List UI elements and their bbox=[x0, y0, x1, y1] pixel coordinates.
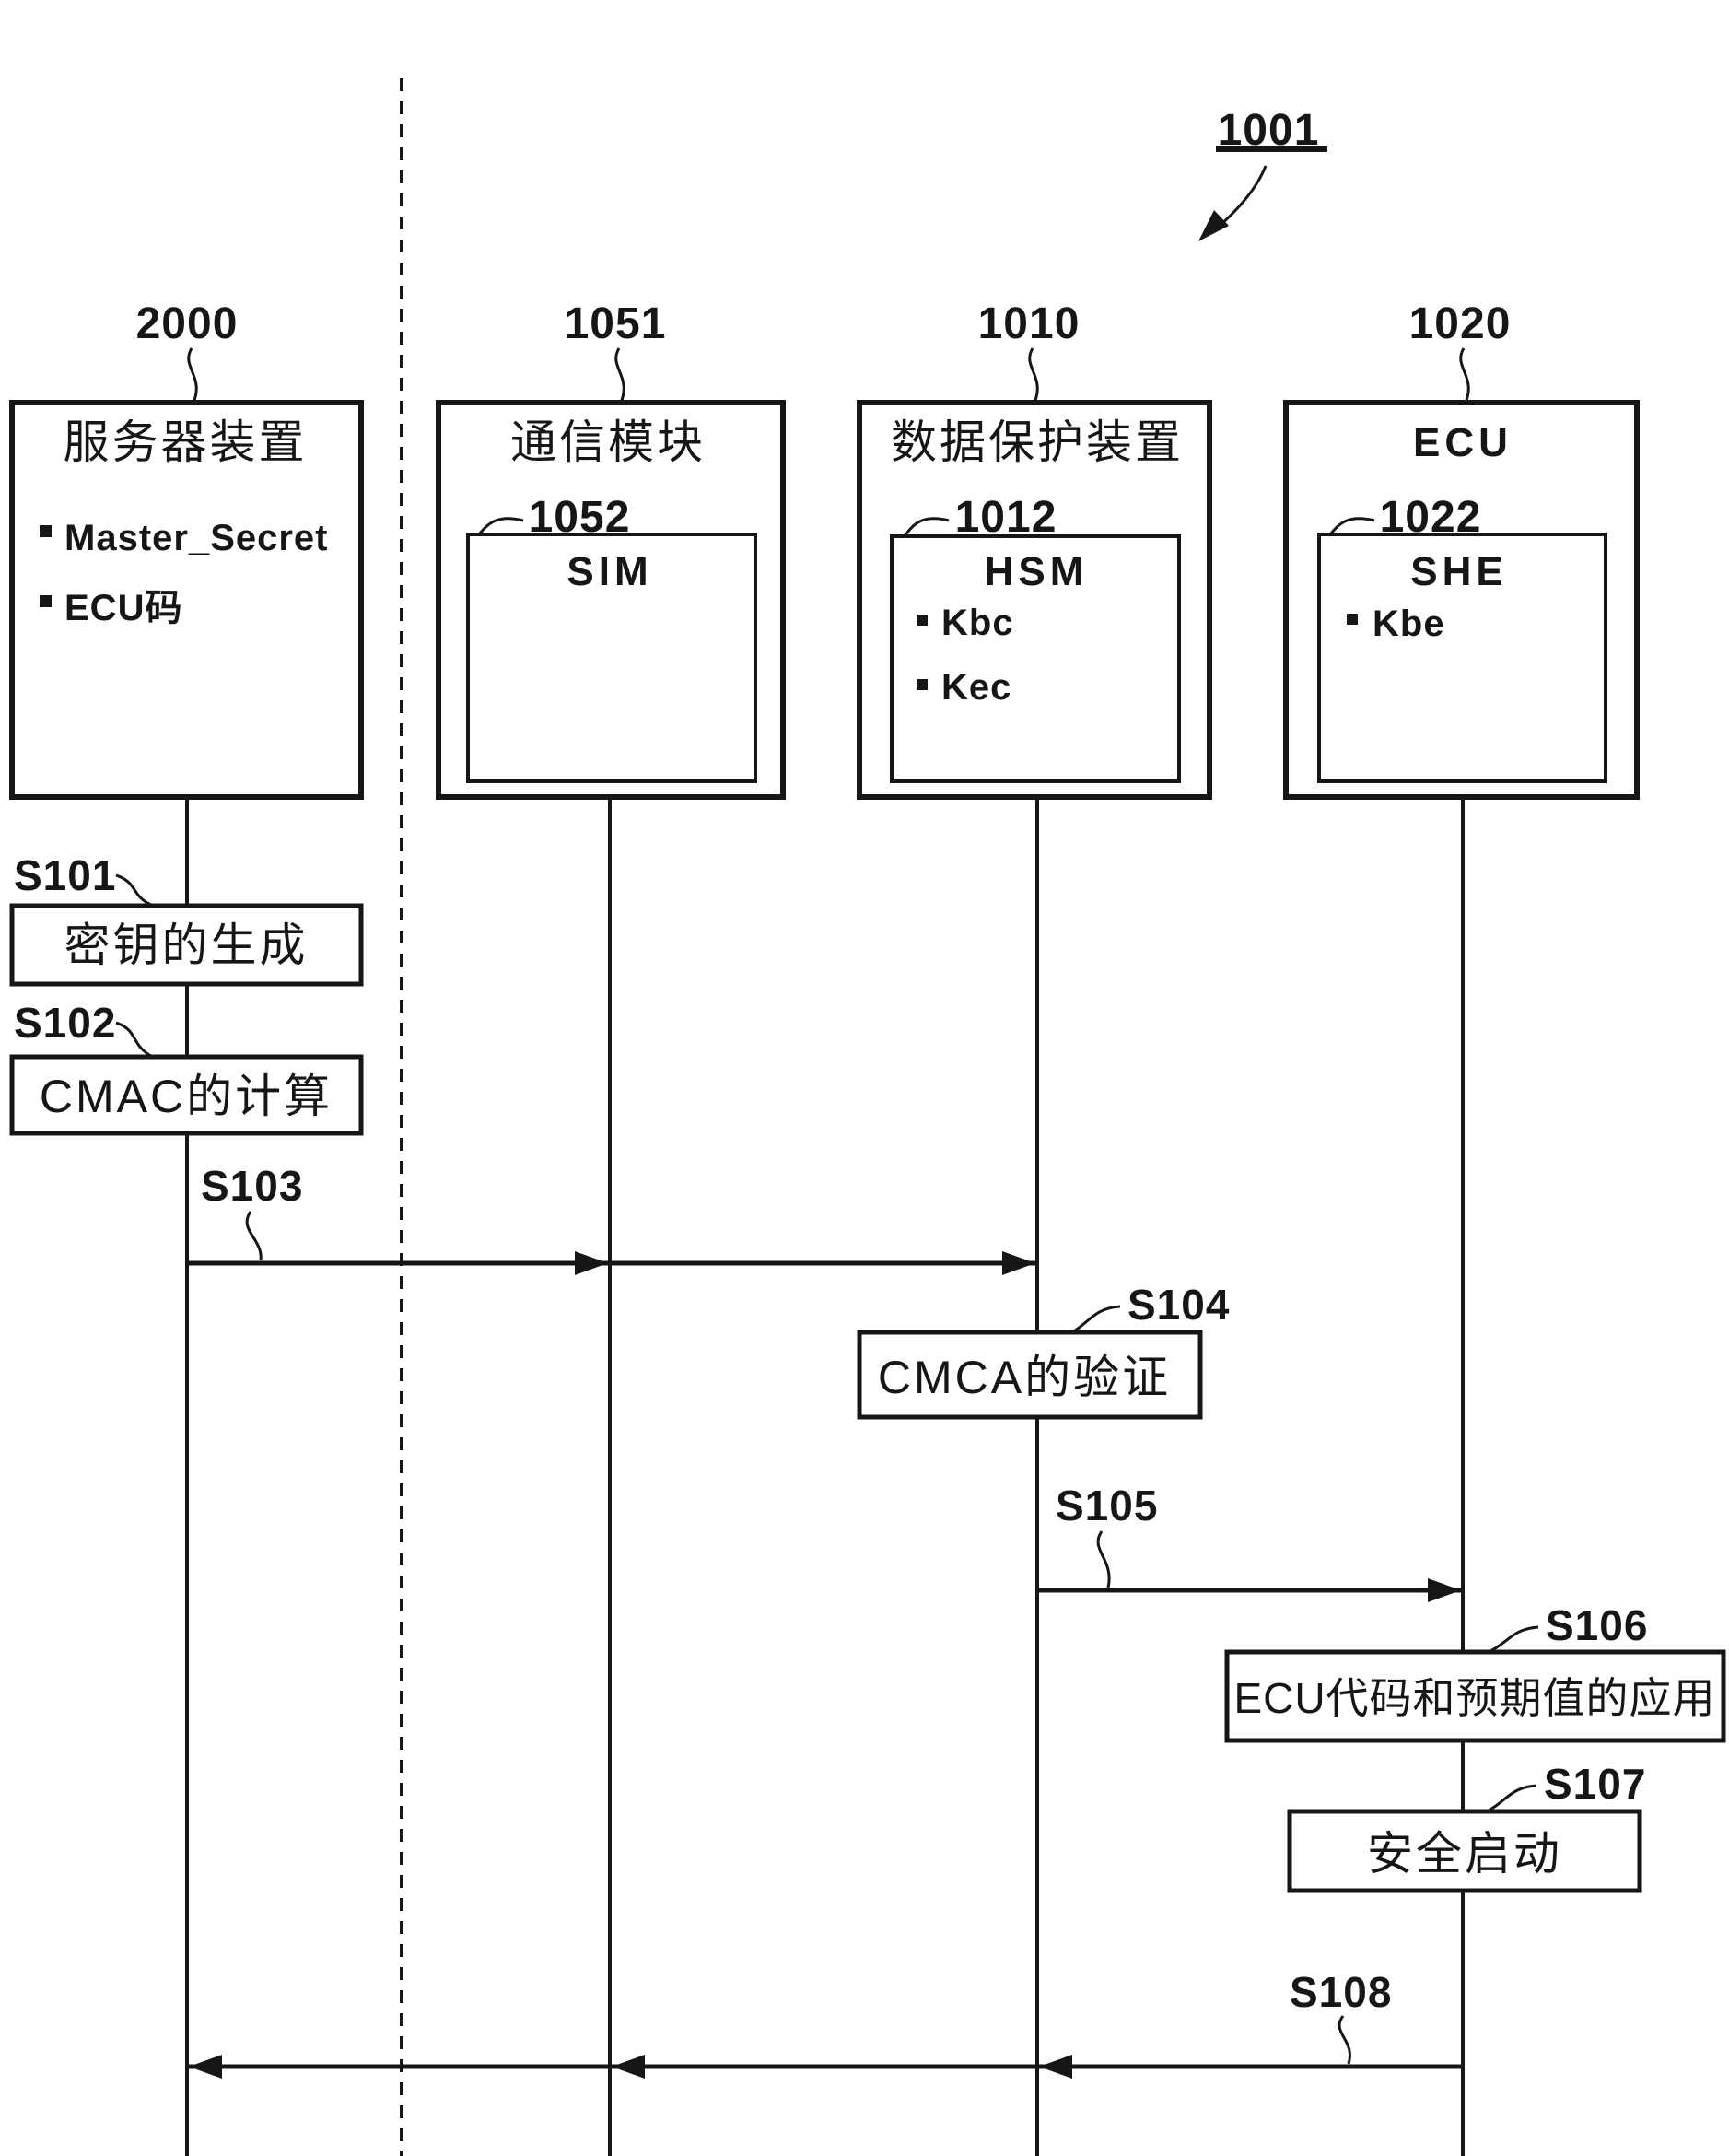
hsm-item-kbc: Kbc bbox=[941, 603, 1014, 643]
leader-line-s108 bbox=[1338, 2015, 1351, 2065]
figure-pointer-arrowhead bbox=[1198, 210, 1229, 241]
step-label-s101: S101 bbox=[14, 851, 116, 899]
leader-line-s107 bbox=[1488, 1784, 1537, 1812]
step-label-s107: S107 bbox=[1544, 1760, 1646, 1808]
ref-1012: 1012 bbox=[955, 493, 1057, 542]
figure-label-underline bbox=[1216, 146, 1327, 152]
process-box-s106 bbox=[1224, 1649, 1726, 1743]
ref-2000: 2000 bbox=[136, 299, 239, 348]
arrowhead-s108-dataprot bbox=[1039, 2055, 1072, 2079]
process-box-s104 bbox=[857, 1330, 1203, 1420]
server-item-ecu-code: ECU码 bbox=[64, 588, 182, 628]
leader-line-s101 bbox=[115, 873, 152, 907]
server-box bbox=[9, 400, 364, 800]
leader-line-s105 bbox=[1096, 1530, 1111, 1588]
bullet-marker bbox=[917, 615, 928, 626]
ref-1010: 1010 bbox=[978, 299, 1081, 348]
step-label-s103: S103 bbox=[201, 1162, 303, 1210]
arrowhead-s105-ecu bbox=[1428, 1578, 1461, 1602]
leader-line-1022 bbox=[1328, 517, 1375, 535]
arrowhead-s103-comm bbox=[575, 1251, 608, 1275]
leader-line-1052 bbox=[477, 517, 524, 535]
process-text-s106: ECU代码和预期值的应用 bbox=[1233, 1674, 1715, 1722]
process-text-s102: CMAC的计算 bbox=[40, 1071, 333, 1122]
step-label-s102: S102 bbox=[14, 999, 116, 1047]
ref-1020: 1020 bbox=[1409, 299, 1512, 348]
bullet-marker bbox=[40, 525, 52, 537]
step-label-s105: S105 bbox=[1056, 1482, 1158, 1529]
bullet-marker bbox=[917, 679, 928, 690]
she-item-kbe: Kbe bbox=[1373, 603, 1445, 644]
leader-line-s102 bbox=[115, 1021, 152, 1058]
process-text-s107: 安全启动 bbox=[1367, 1828, 1562, 1880]
arrowhead-s103-dataprot bbox=[1002, 1251, 1035, 1275]
process-box-s101 bbox=[9, 903, 364, 987]
leader-line-1012 bbox=[903, 517, 950, 537]
comm-module-title: 通信模块 bbox=[510, 416, 706, 468]
bullet-marker bbox=[40, 595, 52, 607]
process-text-s104: CMCA的验证 bbox=[878, 1352, 1171, 1403]
server-item-master-secret: Master_Secret bbox=[64, 518, 329, 558]
step-label-s106: S106 bbox=[1546, 1601, 1648, 1649]
process-text-s101: 密钥的生成 bbox=[64, 920, 309, 971]
ref-1051: 1051 bbox=[565, 299, 667, 348]
leader-line-s106 bbox=[1490, 1625, 1539, 1653]
leader-line-s103 bbox=[245, 1211, 263, 1261]
data-protection-title: 数据保护装置 bbox=[891, 416, 1184, 468]
process-box-s107 bbox=[1287, 1809, 1642, 1893]
arrowhead-s108-server bbox=[189, 2055, 222, 2079]
sim-box bbox=[466, 533, 757, 783]
step-label-s104: S104 bbox=[1127, 1281, 1230, 1329]
ecu-title: ECU bbox=[1413, 420, 1513, 465]
bullet-marker bbox=[1347, 614, 1358, 625]
leader-line-2000 bbox=[187, 347, 198, 404]
leader-line-1020 bbox=[1459, 347, 1470, 404]
step-label-s108: S108 bbox=[1290, 1968, 1392, 2016]
leader-line-1051 bbox=[614, 347, 625, 404]
hsm-box bbox=[890, 534, 1181, 783]
she-title: SHE bbox=[1410, 549, 1507, 594]
arrowhead-s108-comm bbox=[612, 2055, 645, 2079]
hsm-item-kec: Kec bbox=[941, 667, 1011, 708]
sim-title: SIM bbox=[567, 549, 652, 594]
hsm-title: HSM bbox=[985, 549, 1089, 594]
server-title: 服务器装置 bbox=[64, 416, 308, 468]
leader-line-1010 bbox=[1028, 347, 1039, 404]
she-box bbox=[1317, 533, 1607, 783]
leader-line-s104 bbox=[1071, 1305, 1121, 1334]
process-box-s102 bbox=[9, 1054, 364, 1136]
